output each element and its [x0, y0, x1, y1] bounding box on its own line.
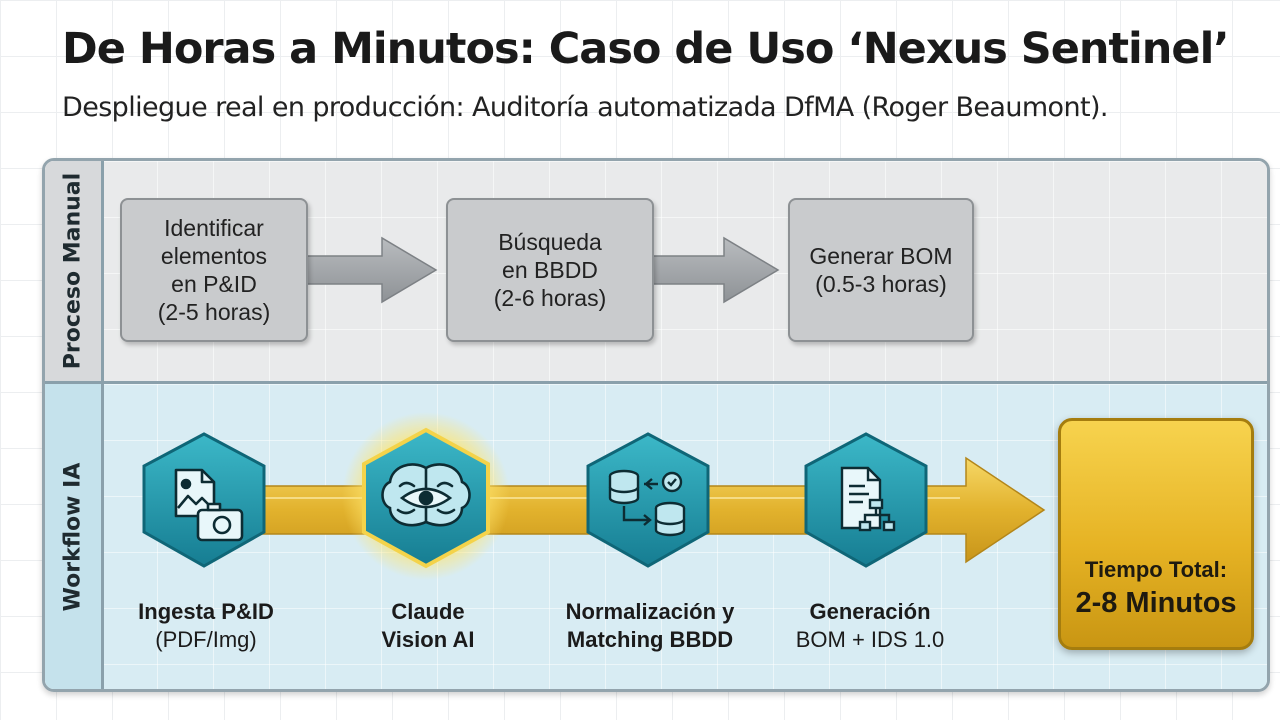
page-subtitle: Despliegue real en producción: Auditoría…: [62, 92, 1108, 123]
ia-step-claude-title: Claude: [391, 599, 465, 624]
manual-arrow-1: [305, 236, 438, 304]
ia-step-generacion-label: Generación BOM + IDS 1.0: [760, 598, 980, 654]
ia-lane-label: Workflow IA: [45, 384, 104, 689]
ia-step-ingesta-detail: (PDF/Img): [155, 627, 257, 652]
document-camera-icon: [174, 468, 244, 542]
ia-step-generacion-detail: BOM + IDS 1.0: [795, 627, 945, 652]
manual-arrow-2: [651, 236, 780, 304]
manual-step-busqueda: Búsqueda en BBDD (2-6 horas): [446, 198, 654, 342]
hexagon-normalizacion: [586, 432, 710, 568]
ia-step-claude-label: Claude Vision AI: [318, 598, 538, 654]
ia-step-generacion-title: Generación: [809, 599, 931, 624]
ia-step-ingesta-title: Ingesta P&ID: [138, 599, 274, 624]
ia-step-ingesta-label: Ingesta P&ID (PDF/Img): [96, 598, 316, 654]
ia-step-claude-detail: Vision AI: [381, 627, 475, 652]
document-hierarchy-icon: [840, 466, 896, 532]
page-title: De Horas a Minutos: Caso de Uso ‘Nexus S…: [62, 24, 1230, 74]
brain-eye-icon: [381, 463, 471, 527]
ia-step-normalizacion-label: Normalización y Matching BBDD: [540, 598, 760, 654]
total-time-label: Tiempo Total:: [1084, 557, 1228, 582]
manual-step-identificar: Identificar elementos en P&ID (2-5 horas…: [120, 198, 308, 342]
manual-step-generar-bom: Generar BOM (0.5-3 horas): [788, 198, 974, 342]
total-time-value: 2-8 Minutos: [1075, 587, 1237, 619]
ia-step-normalizacion-detail: Matching BBDD: [566, 627, 734, 652]
total-time-box: Tiempo Total: 2-8 Minutos: [1058, 418, 1254, 650]
manual-lane-label: Proceso Manual: [45, 161, 104, 381]
database-sync-icon: [608, 469, 686, 537]
ia-step-normalizacion-title: Normalización y: [565, 599, 735, 624]
manual-process-lane: Proceso Manual: [45, 161, 1267, 384]
